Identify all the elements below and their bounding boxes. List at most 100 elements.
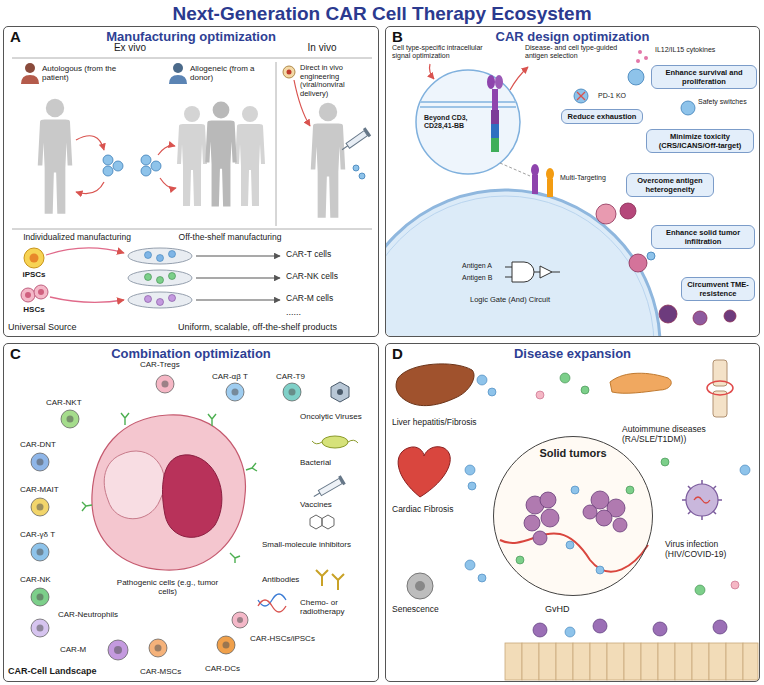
hsc-cell: [34, 285, 48, 299]
vector-icon: [283, 66, 295, 78]
donor-icon: [173, 63, 183, 73]
epithelium: [522, 643, 539, 680]
immune-cell: [488, 388, 496, 396]
human-figure: [235, 106, 265, 206]
text-label: Cardiac Fibrosis: [392, 505, 472, 515]
cell-nucleus: [155, 645, 162, 652]
immune-cell: [533, 619, 727, 637]
liver-icon: [396, 364, 474, 406]
cell-nucleus: [237, 617, 243, 623]
ipsc-cell: [30, 254, 39, 263]
immune-cell: [478, 574, 486, 582]
epithelium: [590, 643, 607, 680]
epithelium: [607, 643, 624, 680]
syringe: [339, 127, 371, 154]
immune-cell: [574, 89, 588, 103]
text-label: Beyond CD3, CD28,41-BB: [424, 114, 484, 130]
text-label: Senescence: [392, 605, 472, 615]
panel-letter: C: [10, 345, 21, 362]
text-label: CAR-M: [60, 645, 100, 654]
feature-box: Enhance solid tumor infiltration: [651, 225, 755, 249]
tumor-niche: [524, 491, 627, 545]
virus-icon: [682, 499, 686, 501]
immune-cell: [593, 619, 607, 633]
text-label: In vivo: [282, 42, 362, 54]
virus-icon: [331, 382, 349, 402]
culture-dish: [128, 292, 192, 308]
immune-cell: [628, 69, 644, 85]
tumor-niche: [533, 531, 547, 545]
immune-cell: [533, 623, 547, 637]
text-label: CAR-NKT: [46, 398, 96, 407]
patient-icon: [21, 63, 39, 84]
text-label: CAR-DNT: [20, 440, 70, 449]
text-label: CAR-Neutrophils: [58, 610, 133, 619]
car-cell-icon: [149, 639, 167, 657]
text-label: Safety switches: [698, 98, 756, 106]
flow-arrow: [196, 299, 280, 300]
vaccine-icon: [318, 478, 342, 495]
panel-title: Combination optimization: [4, 346, 378, 361]
molecule-icon: [310, 515, 334, 529]
car-cell-icon: [31, 543, 49, 561]
text-label: CAR-Tregs: [140, 360, 200, 369]
panel: CCombination optimization: [3, 343, 379, 682]
magnified-view: [416, 70, 520, 174]
immune-cell: [536, 391, 544, 399]
feature-box: Reduce exhaustion: [561, 109, 643, 124]
epithelium: [743, 643, 758, 680]
epithelium: [641, 643, 658, 680]
car-cell-icon: [283, 383, 301, 401]
panel-title: Manufacturing optimization: [4, 29, 378, 44]
multi-car: [547, 179, 553, 197]
flow-arrow: [76, 136, 104, 150]
car-cell-icon: [232, 612, 248, 628]
hsc-cell: [38, 289, 44, 295]
epithelium: [658, 643, 675, 680]
flow-arrow: [510, 67, 528, 90]
car-cell-body: [386, 190, 660, 336]
epithelium: [505, 643, 758, 680]
ko-mark: [577, 92, 585, 100]
flow-arrow: [50, 297, 124, 302]
epithelium: [692, 643, 709, 680]
box-text: Minimize toxicity (CRS/ICANS/Off-target): [651, 132, 749, 150]
molecule-icon: [322, 515, 334, 529]
car-nk-cell: [145, 273, 176, 284]
car-cell-icon: [108, 640, 128, 660]
cell-nucleus: [37, 504, 44, 511]
car-cell-icon: [31, 588, 49, 606]
tumor-niche: [540, 492, 556, 508]
magnified-view: [492, 89, 498, 110]
liver-icon: [396, 364, 474, 406]
flow-arrow: [46, 248, 124, 255]
epithelium: [505, 643, 522, 680]
cytokine: [638, 50, 642, 54]
car-cell: [359, 173, 365, 179]
magnified-view: [487, 75, 495, 89]
immune-cell: [581, 386, 589, 394]
zoom-line: [500, 163, 530, 176]
car-cell-icon: [217, 636, 235, 654]
tumor-niche: [524, 515, 540, 531]
flow-arrow: [196, 255, 280, 256]
flow-arrow: [196, 256, 280, 300]
epithelium: [726, 643, 743, 680]
ipsc-cell: [24, 248, 44, 268]
tumor-cell: [659, 305, 677, 323]
immune-cell: [713, 620, 727, 634]
car-t-cell: [169, 251, 176, 258]
car-cell-icon: [31, 498, 49, 516]
tumor-cell: [620, 203, 636, 219]
pancreas-icon: [610, 373, 671, 393]
antibody-icon: [332, 574, 344, 590]
text-label: Liver hepatitis/Fibrosis: [392, 418, 512, 428]
tumor-niche: [566, 541, 574, 549]
human-figure: [311, 103, 346, 218]
syringe: [363, 127, 371, 137]
epithelium: [709, 643, 726, 680]
car-m-cell: [145, 295, 176, 306]
text-label: ......: [286, 307, 346, 317]
heart-icon: [398, 447, 450, 497]
